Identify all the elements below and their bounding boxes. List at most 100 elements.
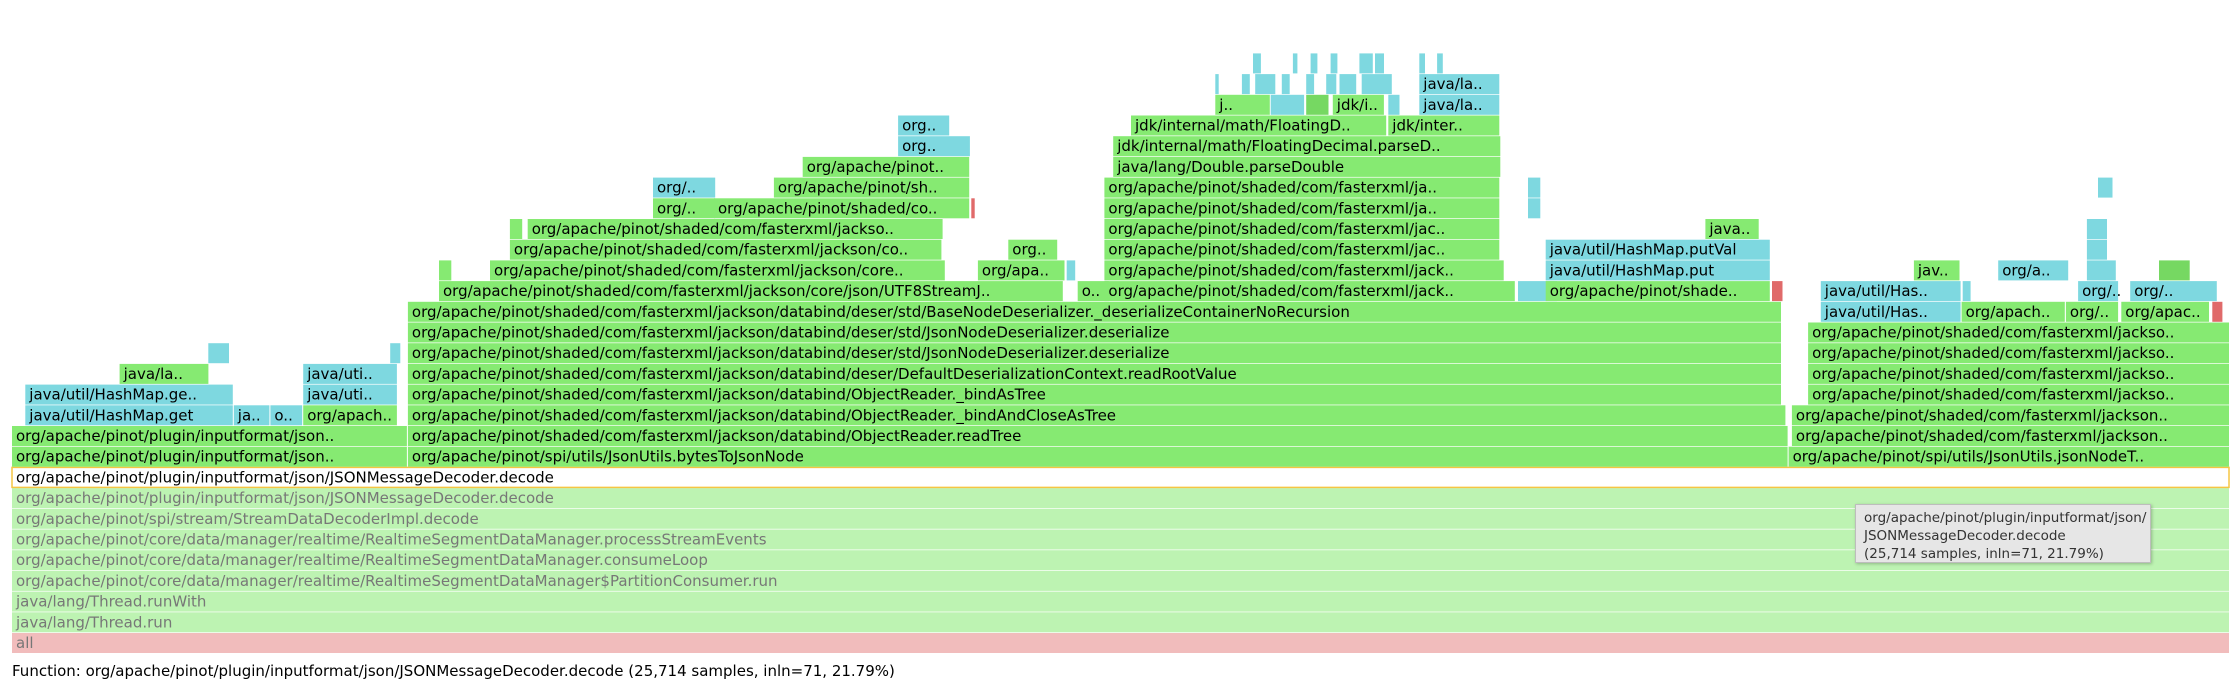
flame-frame[interactable]	[2086, 260, 2116, 281]
flame-frame-bar[interactable]	[25, 384, 233, 405]
flame-frame-bar[interactable]	[898, 115, 950, 136]
flame-frame-bar[interactable]	[1332, 94, 1384, 115]
flame-frame[interactable]: java/util/HashMap.put	[1545, 260, 1770, 281]
flame-frame[interactable]: org/..	[2065, 301, 2119, 322]
flame-frame-bar[interactable]	[714, 198, 970, 219]
flame-frame[interactable]: java/util/HashMap.putVal	[1545, 239, 1770, 260]
flame-frame[interactable]: jdk/internal/math/FloatingDecimal.parseD…	[1113, 136, 1501, 157]
flame-frame-bar[interactable]	[2078, 281, 2119, 302]
flame-frame[interactable]: org/apache/pinot/spi/utils/JsonUtils.byt…	[407, 446, 1788, 467]
flame-frame[interactable]: org/apa..	[977, 260, 1065, 281]
flame-frame[interactable]	[971, 198, 975, 219]
flame-frame[interactable]	[1375, 53, 1384, 74]
flame-frame-bar[interactable]	[12, 591, 2229, 612]
flame-frame-bar[interactable]	[1359, 53, 1373, 74]
flame-frame-bar[interactable]	[1104, 219, 1500, 239]
flame-frame-bar[interactable]	[509, 219, 523, 239]
flame-frame-bar[interactable]	[11, 466, 2230, 489]
flame-frame[interactable]	[1388, 94, 1400, 115]
flame-frame[interactable]	[1528, 177, 1541, 198]
flame-frame[interactable]	[1330, 53, 1338, 74]
flame-frame[interactable]: org/apac..	[2121, 301, 2209, 322]
flame-frame-bar[interactable]	[2086, 260, 2116, 281]
flame-frame[interactable]	[1255, 74, 1276, 95]
flame-frame-bar[interactable]	[971, 198, 975, 219]
flame-frame-bar[interactable]	[12, 508, 2229, 529]
flame-frame[interactable]: java/la..	[1419, 74, 1500, 95]
flame-frame-bar[interactable]	[12, 426, 407, 446]
flame-frame[interactable]: ja..	[233, 405, 270, 426]
flame-frame-bar[interactable]	[1131, 115, 1387, 136]
flame-frame-bar[interactable]	[1808, 363, 2229, 384]
flame-frame[interactable]: org/apache/pinot/spi/utils/JsonUtils.jso…	[1788, 446, 2229, 467]
flame-frame[interactable]	[1066, 260, 1076, 281]
flame-frame-bar[interactable]	[12, 612, 2229, 633]
flame-frame[interactable]: org/..	[653, 177, 716, 198]
flame-frame[interactable]	[2086, 239, 2107, 260]
flame-frame-bar[interactable]	[1808, 384, 2229, 405]
flame-frame[interactable]: org/apache/pinot/shaded/com/fasterxml/ja…	[527, 219, 943, 239]
flame-frame-bar[interactable]	[1528, 198, 1541, 219]
flame-frame[interactable]: java/uti..	[303, 363, 397, 384]
flame-frame[interactable]: org..	[1008, 239, 1058, 260]
flame-frame-bar[interactable]	[2121, 301, 2209, 322]
flame-frame-bar[interactable]	[1255, 74, 1276, 95]
flame-frame[interactable]: org/apache/pinot/plugin/inputformat/json…	[11, 466, 2230, 489]
flame-frame-bar[interactable]	[1270, 94, 1305, 115]
flame-frame-bar[interactable]	[1962, 281, 1971, 302]
flame-frame-bar[interactable]	[439, 260, 452, 281]
flame-frame[interactable]: org/apache/pinot/plugin/inputformat/json…	[12, 426, 407, 446]
flame-frame[interactable]: org/apache/pinot/shaded/com/fasterxml/ja…	[1808, 322, 2229, 343]
flame-frame[interactable]: java/lang/Thread.runWith	[12, 591, 2229, 612]
flame-frame[interactable]: org/apache/pinot/shaded/com/fasterxml/ja…	[1808, 343, 2229, 364]
flame-frame[interactable]: java/util/Has..	[1820, 281, 1961, 302]
flame-frame[interactable]: org/apache/pinot/shaded/com/fasterxml/ja…	[407, 384, 1781, 405]
flame-frame[interactable]	[509, 219, 523, 239]
flame-frame-bar[interactable]	[1791, 426, 2229, 446]
flame-frame[interactable]: org/apache/pinot/shaded/com/fasterxml/ja…	[439, 281, 1063, 302]
flame-frame[interactable]: org/apache/pinot/shaded/com/fasterxml/ja…	[1808, 384, 2229, 405]
flame-frame-bar[interactable]	[1808, 322, 2229, 343]
flame-frame-bar[interactable]	[270, 405, 303, 426]
flame-frame-bar[interactable]	[1077, 281, 1109, 302]
flame-frame[interactable]	[1339, 74, 1357, 95]
flame-frame-bar[interactable]	[12, 633, 2229, 653]
flame-frame-bar[interactable]	[1066, 260, 1076, 281]
flame-frame-bar[interactable]	[1388, 115, 1500, 136]
flame-frame[interactable]: org/apach..	[303, 405, 397, 426]
flame-frame[interactable]: org/apache/pinot/shaded/com/fasterxml/ja…	[407, 343, 1781, 364]
flame-frame-bar[interactable]	[1545, 260, 1770, 281]
flame-frame[interactable]	[2212, 301, 2223, 322]
flame-frame-bar[interactable]	[1419, 94, 1500, 115]
flame-frame-bar[interactable]	[1820, 301, 1961, 322]
flame-frame-bar[interactable]	[407, 384, 1781, 405]
flame-frame[interactable]: java/lang/Thread.run	[12, 612, 2229, 633]
flame-frame-bar[interactable]	[802, 156, 970, 177]
flame-frame-bar[interactable]	[439, 281, 1063, 302]
flame-frame[interactable]: org/apache/pinot/shade..	[1545, 281, 1770, 302]
flame-frame[interactable]: org/apache/pinot/sh..	[773, 177, 970, 198]
flame-frame-bar[interactable]	[1339, 74, 1357, 95]
flame-frame[interactable]: all	[12, 633, 2229, 653]
flame-frame-bar[interactable]	[1306, 74, 1315, 95]
flame-frame-bar[interactable]	[1545, 239, 1770, 260]
flame-frame-bar[interactable]	[1104, 281, 1515, 302]
flame-frame[interactable]: jdk/inter..	[1388, 115, 1500, 136]
flame-frame[interactable]	[1326, 74, 1337, 95]
flame-frame[interactable]: o..	[270, 405, 303, 426]
flame-frame[interactable]: org/apache/pinot..	[802, 156, 970, 177]
flame-frame-bar[interactable]	[653, 177, 716, 198]
flame-frame-bar[interactable]	[1788, 446, 2229, 467]
flame-frame[interactable]: org/apache/pinot/shaded/com/fasterxml/ja…	[1104, 219, 1500, 239]
flame-frame[interactable]: org/apache/pinot/shaded/com/fasterxml/ja…	[407, 363, 1781, 384]
flame-frame[interactable]: org/apache/pinot/core/data/manager/realt…	[12, 550, 2229, 571]
flame-frame-bar[interactable]	[12, 488, 2229, 509]
flame-frame[interactable]: org..	[898, 136, 970, 157]
flame-frame-bar[interactable]	[1528, 177, 1541, 198]
flame-frame[interactable]: org/..	[2130, 281, 2217, 302]
flame-frame-bar[interactable]	[653, 198, 716, 219]
flame-frame-bar[interactable]	[233, 405, 270, 426]
flame-frame[interactable]: org/apache/pinot/shaded/com/fasterxml/ja…	[407, 426, 1788, 446]
flame-frame[interactable]: java/uti..	[303, 384, 397, 405]
flame-frame-bar[interactable]	[2098, 177, 2113, 198]
